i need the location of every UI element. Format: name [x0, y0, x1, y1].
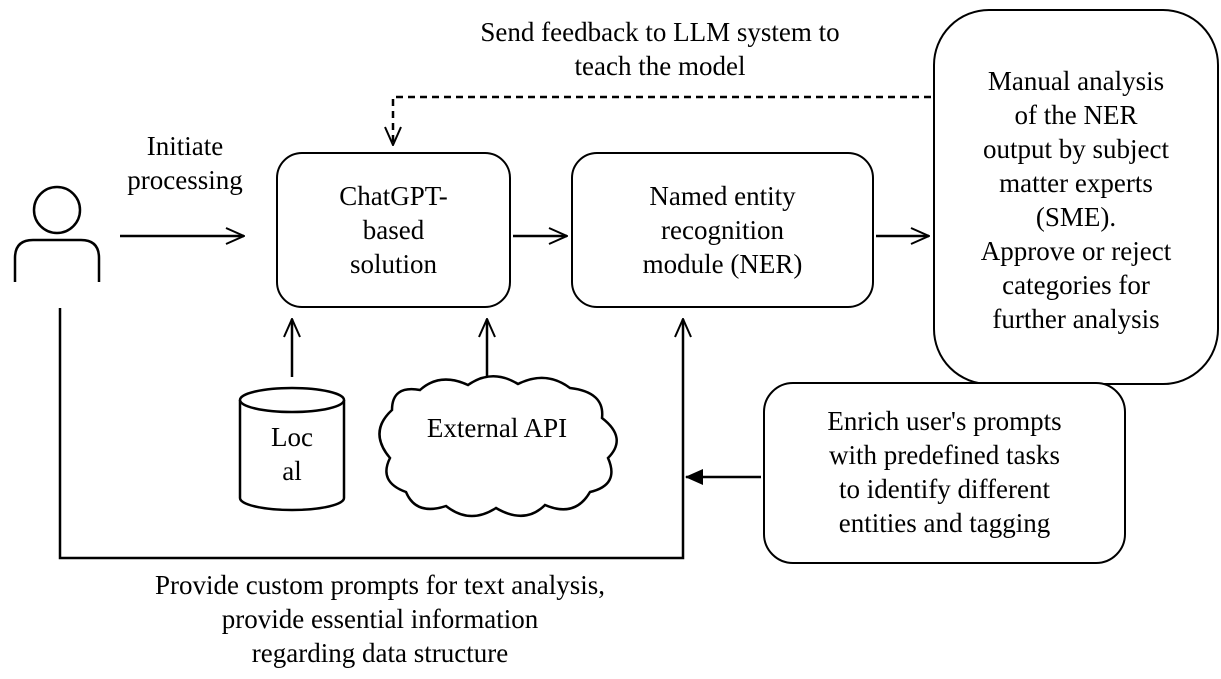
- chatgpt-solution-box: ChatGPT- based solution: [276, 152, 511, 308]
- initiate-processing-label: Initiate processing: [127, 131, 243, 195]
- chatgpt-solution-label: ChatGPT- based solution: [339, 181, 448, 279]
- user-icon: [13, 185, 101, 282]
- sme-analysis-box: Manual analysis of the NER output by sub…: [933, 9, 1219, 385]
- enrich-prompts-box: Enrich user's prompts with predefined ta…: [763, 382, 1126, 564]
- ner-module-label: Named entity recognition module (NER): [642, 181, 803, 279]
- custom-prompts-label: Provide custom prompts for text analysis…: [155, 570, 605, 668]
- sme-analysis-label: Manual analysis of the NER output by sub…: [980, 66, 1172, 334]
- enrich-prompts-label: Enrich user's prompts with predefined ta…: [827, 406, 1062, 538]
- ner-module-box: Named entity recognition module (NER): [571, 152, 874, 308]
- local-database-label: Loc al: [271, 422, 313, 486]
- arrow-feedback-to-chatgpt: [393, 95, 931, 145]
- external-api-cloud-icon: [378, 375, 618, 518]
- external-api-label: External API: [426, 413, 568, 443]
- local-database-icon: [238, 386, 346, 512]
- feedback-label: Send feedback to LLM system to teach the…: [480, 17, 840, 81]
- arrow-user-prompts-to-ner: [58, 308, 683, 560]
